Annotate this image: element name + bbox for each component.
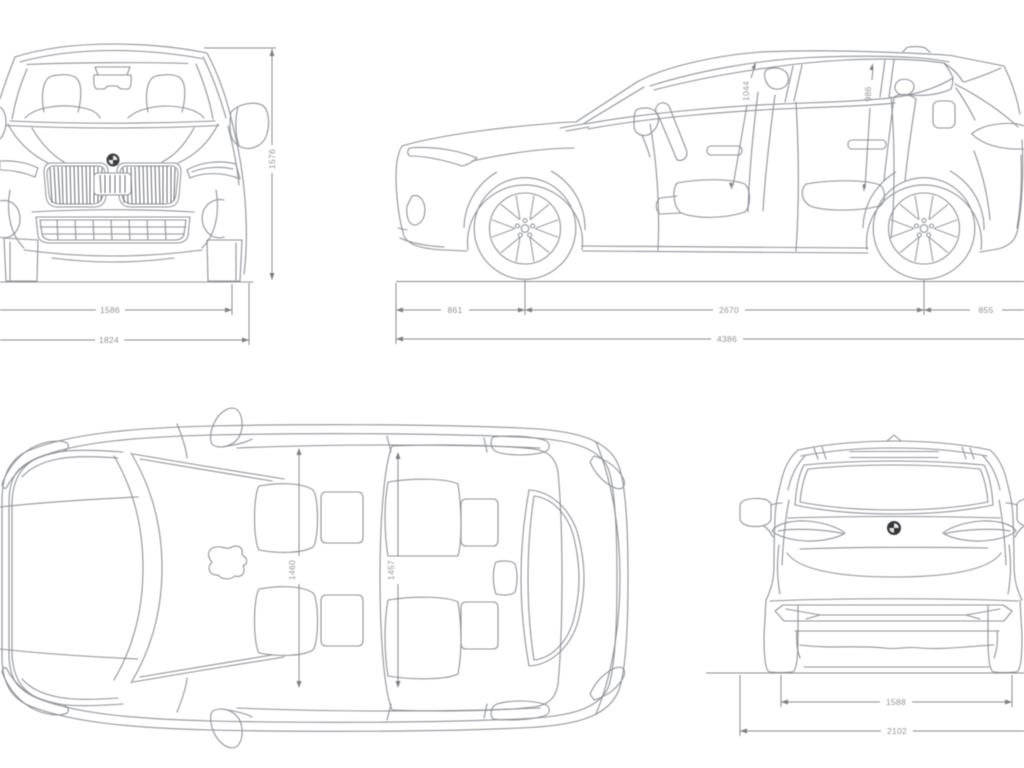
svg-text:4386: 4386 (717, 334, 737, 344)
svg-text:1457: 1457 (386, 560, 396, 580)
svg-text:986: 986 (863, 86, 873, 101)
svg-text:1460: 1460 (287, 560, 297, 580)
svg-text:1824: 1824 (99, 335, 119, 345)
svg-text:1044: 1044 (741, 81, 751, 101)
svg-text:855: 855 (978, 305, 993, 315)
svg-text:1586: 1586 (100, 305, 120, 315)
svg-text:2102: 2102 (887, 726, 907, 736)
svg-text:2670: 2670 (719, 305, 739, 315)
svg-text:1576: 1576 (267, 149, 277, 169)
svg-text:861: 861 (447, 305, 462, 315)
svg-text:1588: 1588 (886, 697, 906, 707)
